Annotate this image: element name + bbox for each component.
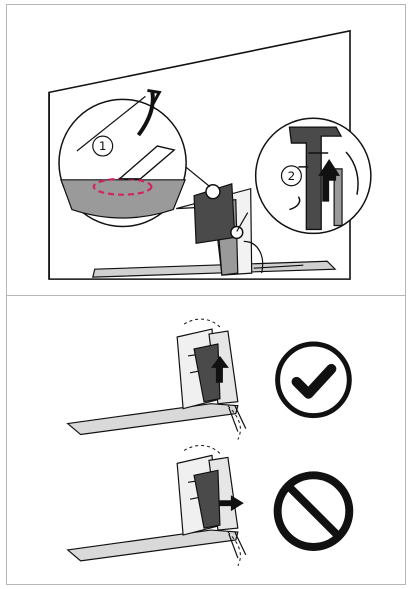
wrong-base: [68, 530, 238, 561]
correct-orientation: [68, 319, 246, 439]
correct-dashed-top: [184, 319, 220, 327]
callout-point-2: [231, 226, 243, 238]
check-circle-icon: [278, 344, 350, 416]
bottom-illustration-svg: [7, 296, 405, 584]
callout-point-1: [206, 185, 220, 199]
top-instruction-panel: 1 2: [6, 4, 406, 296]
correct-base: [68, 404, 238, 435]
wrong-dashed-top: [184, 445, 220, 453]
zoom-left-gray-area: [61, 180, 185, 218]
top-illustration-svg: 1 2: [7, 5, 405, 295]
bottom-instruction-panel: [6, 296, 406, 585]
step-1-label: 1: [99, 139, 107, 153]
wrong-orientation: [68, 445, 246, 565]
step-2-label: 2: [288, 169, 296, 183]
zoom-right: 2: [256, 118, 371, 233]
